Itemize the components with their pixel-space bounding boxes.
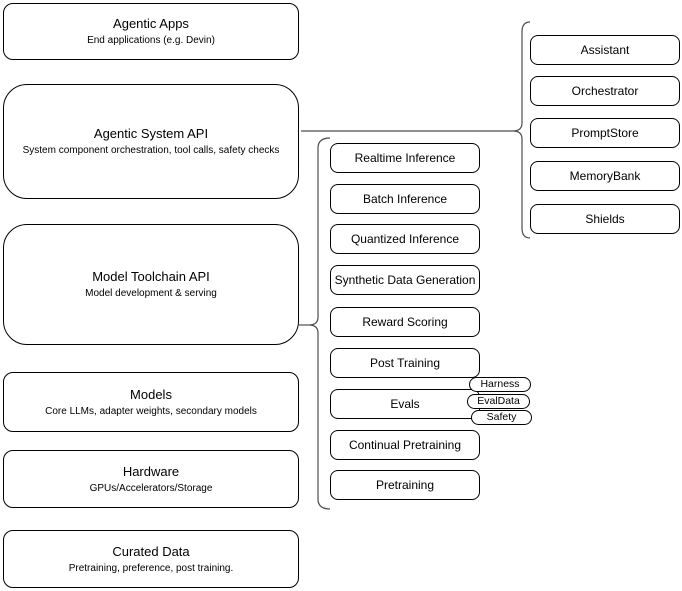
box-label: Continual Pretraining — [348, 438, 462, 452]
box-title: Model Toolchain API — [92, 269, 210, 284]
box-agentic-apps: Agentic Apps End applications (e.g. Devi… — [3, 3, 299, 60]
box-model-toolchain-api: Model Toolchain API Model development & … — [3, 224, 299, 345]
pill-label: Safety — [486, 411, 517, 423]
box-title: Curated Data — [112, 543, 190, 559]
box-hardware: Hardware GPUs/Accelerators/Storage — [3, 450, 299, 508]
box-agentic-system-api: Agentic System API System component orch… — [3, 84, 299, 199]
pill-label: EvalData — [477, 395, 520, 407]
box-continual-pretraining: Continual Pretraining — [330, 430, 480, 460]
box-post-training: Post Training — [330, 348, 480, 378]
box-label: Post Training — [369, 356, 441, 370]
pill-safety: Safety — [471, 410, 532, 425]
box-quantized-inference: Quantized Inference — [330, 224, 480, 254]
box-title: Hardware — [122, 463, 180, 479]
box-subtitle: Model development & serving — [85, 288, 217, 299]
box-synthetic-data-generation: Synthetic Data Generation — [330, 265, 480, 295]
box-subtitle: Pretraining, preference, post training. — [68, 562, 234, 574]
box-label: PromptStore — [571, 126, 639, 140]
box-realtime-inference: Realtime Inference — [330, 143, 480, 173]
box-assistant: Assistant — [530, 35, 680, 65]
box-subtitle: End applications (e.g. Devin) — [87, 35, 215, 46]
box-evals: Evals — [330, 389, 480, 419]
box-label: Assistant — [580, 43, 630, 57]
box-label: Synthetic Data Generation — [334, 273, 476, 287]
box-memorybank: MemoryBank — [530, 161, 680, 191]
box-curated-data: Curated Data Pretraining, preference, po… — [3, 530, 299, 588]
box-promptstore: PromptStore — [530, 118, 680, 148]
pill-harness: Harness — [469, 377, 531, 392]
box-title: Models — [130, 386, 172, 402]
box-pretraining: Pretraining — [330, 470, 480, 500]
box-orchestrator: Orchestrator — [530, 76, 680, 106]
pill-label: Harness — [480, 378, 520, 390]
box-label: Reward Scoring — [362, 315, 448, 329]
pill-evaldata: EvalData — [467, 394, 530, 409]
box-label: Quantized Inference — [350, 232, 460, 246]
box-subtitle: GPUs/Accelerators/Storage — [89, 482, 213, 494]
box-reward-scoring: Reward Scoring — [330, 307, 480, 337]
bracket-toolchain-group — [308, 137, 331, 510]
box-label: Pretraining — [375, 478, 435, 492]
box-label: Evals — [390, 397, 420, 411]
box-title: Agentic Apps — [113, 16, 189, 31]
box-batch-inference: Batch Inference — [330, 184, 480, 214]
box-shields: Shields — [530, 204, 680, 234]
box-label: Shields — [585, 212, 625, 226]
box-label: MemoryBank — [569, 169, 641, 183]
box-label: Orchestrator — [571, 84, 639, 98]
box-models: Models Core LLMs, adapter weights, secon… — [3, 372, 299, 432]
bracket-system-group — [512, 21, 531, 239]
box-subtitle: System component orchestration, tool cal… — [22, 145, 280, 156]
box-label: Batch Inference — [362, 192, 448, 206]
box-title: Agentic System API — [93, 126, 209, 141]
box-label: Realtime Inference — [354, 151, 456, 165]
box-subtitle: Core LLMs, adapter weights, secondary mo… — [45, 405, 257, 417]
